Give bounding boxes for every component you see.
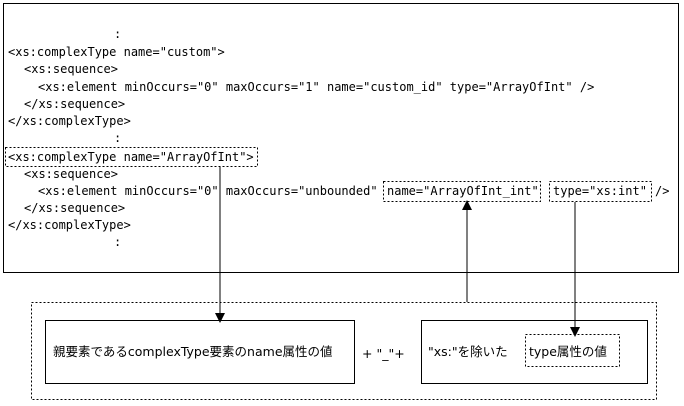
- code-line: <xs:sequence>: [24, 62, 118, 76]
- highlight-box-type-attr: [549, 181, 652, 202]
- type-attr-inner-box: [525, 334, 620, 367]
- code-ellipsis: :: [114, 131, 121, 145]
- highlight-box-name-attr: [383, 181, 541, 202]
- parent-name-box: [45, 320, 355, 384]
- code-line: <xs:sequence>: [24, 167, 118, 181]
- code-ellipsis: :: [114, 27, 121, 41]
- code-line: <xs:element minOccurs="0" maxOccurs="1" …: [38, 80, 594, 94]
- code-line: </xs:complexType>: [8, 114, 131, 128]
- parent-name-label: 親要素であるcomplexType要素のname属性の値: [53, 344, 333, 359]
- highlight-box-complextype-name: [5, 147, 258, 167]
- code-line: </xs:complexType>: [8, 218, 131, 232]
- code-attr-name: name="ArrayOfInt_int": [387, 184, 539, 198]
- code-line: </xs:sequence>: [24, 201, 125, 215]
- type-attr-label: type属性の値: [529, 344, 607, 359]
- code-self-close: />: [655, 184, 669, 198]
- xs-removed-label: "xs:"を除いた: [428, 344, 508, 359]
- code-line: </xs:sequence>: [24, 97, 125, 111]
- formula-container: [31, 302, 657, 400]
- code-line: <xs:complexType name="custom">: [8, 45, 225, 59]
- code-line-arrayofint-complextype: <xs:complexType name="ArrayOfInt">: [8, 150, 254, 164]
- code-ellipsis: :: [114, 235, 121, 249]
- type-value-box: [421, 320, 648, 384]
- code-line: <xs:element minOccurs="0" maxOccurs="unb…: [38, 184, 378, 198]
- code-panel: [3, 3, 679, 273]
- code-attr-type: type="xs:int": [553, 184, 647, 198]
- concat-operator: + "_"+: [362, 346, 405, 361]
